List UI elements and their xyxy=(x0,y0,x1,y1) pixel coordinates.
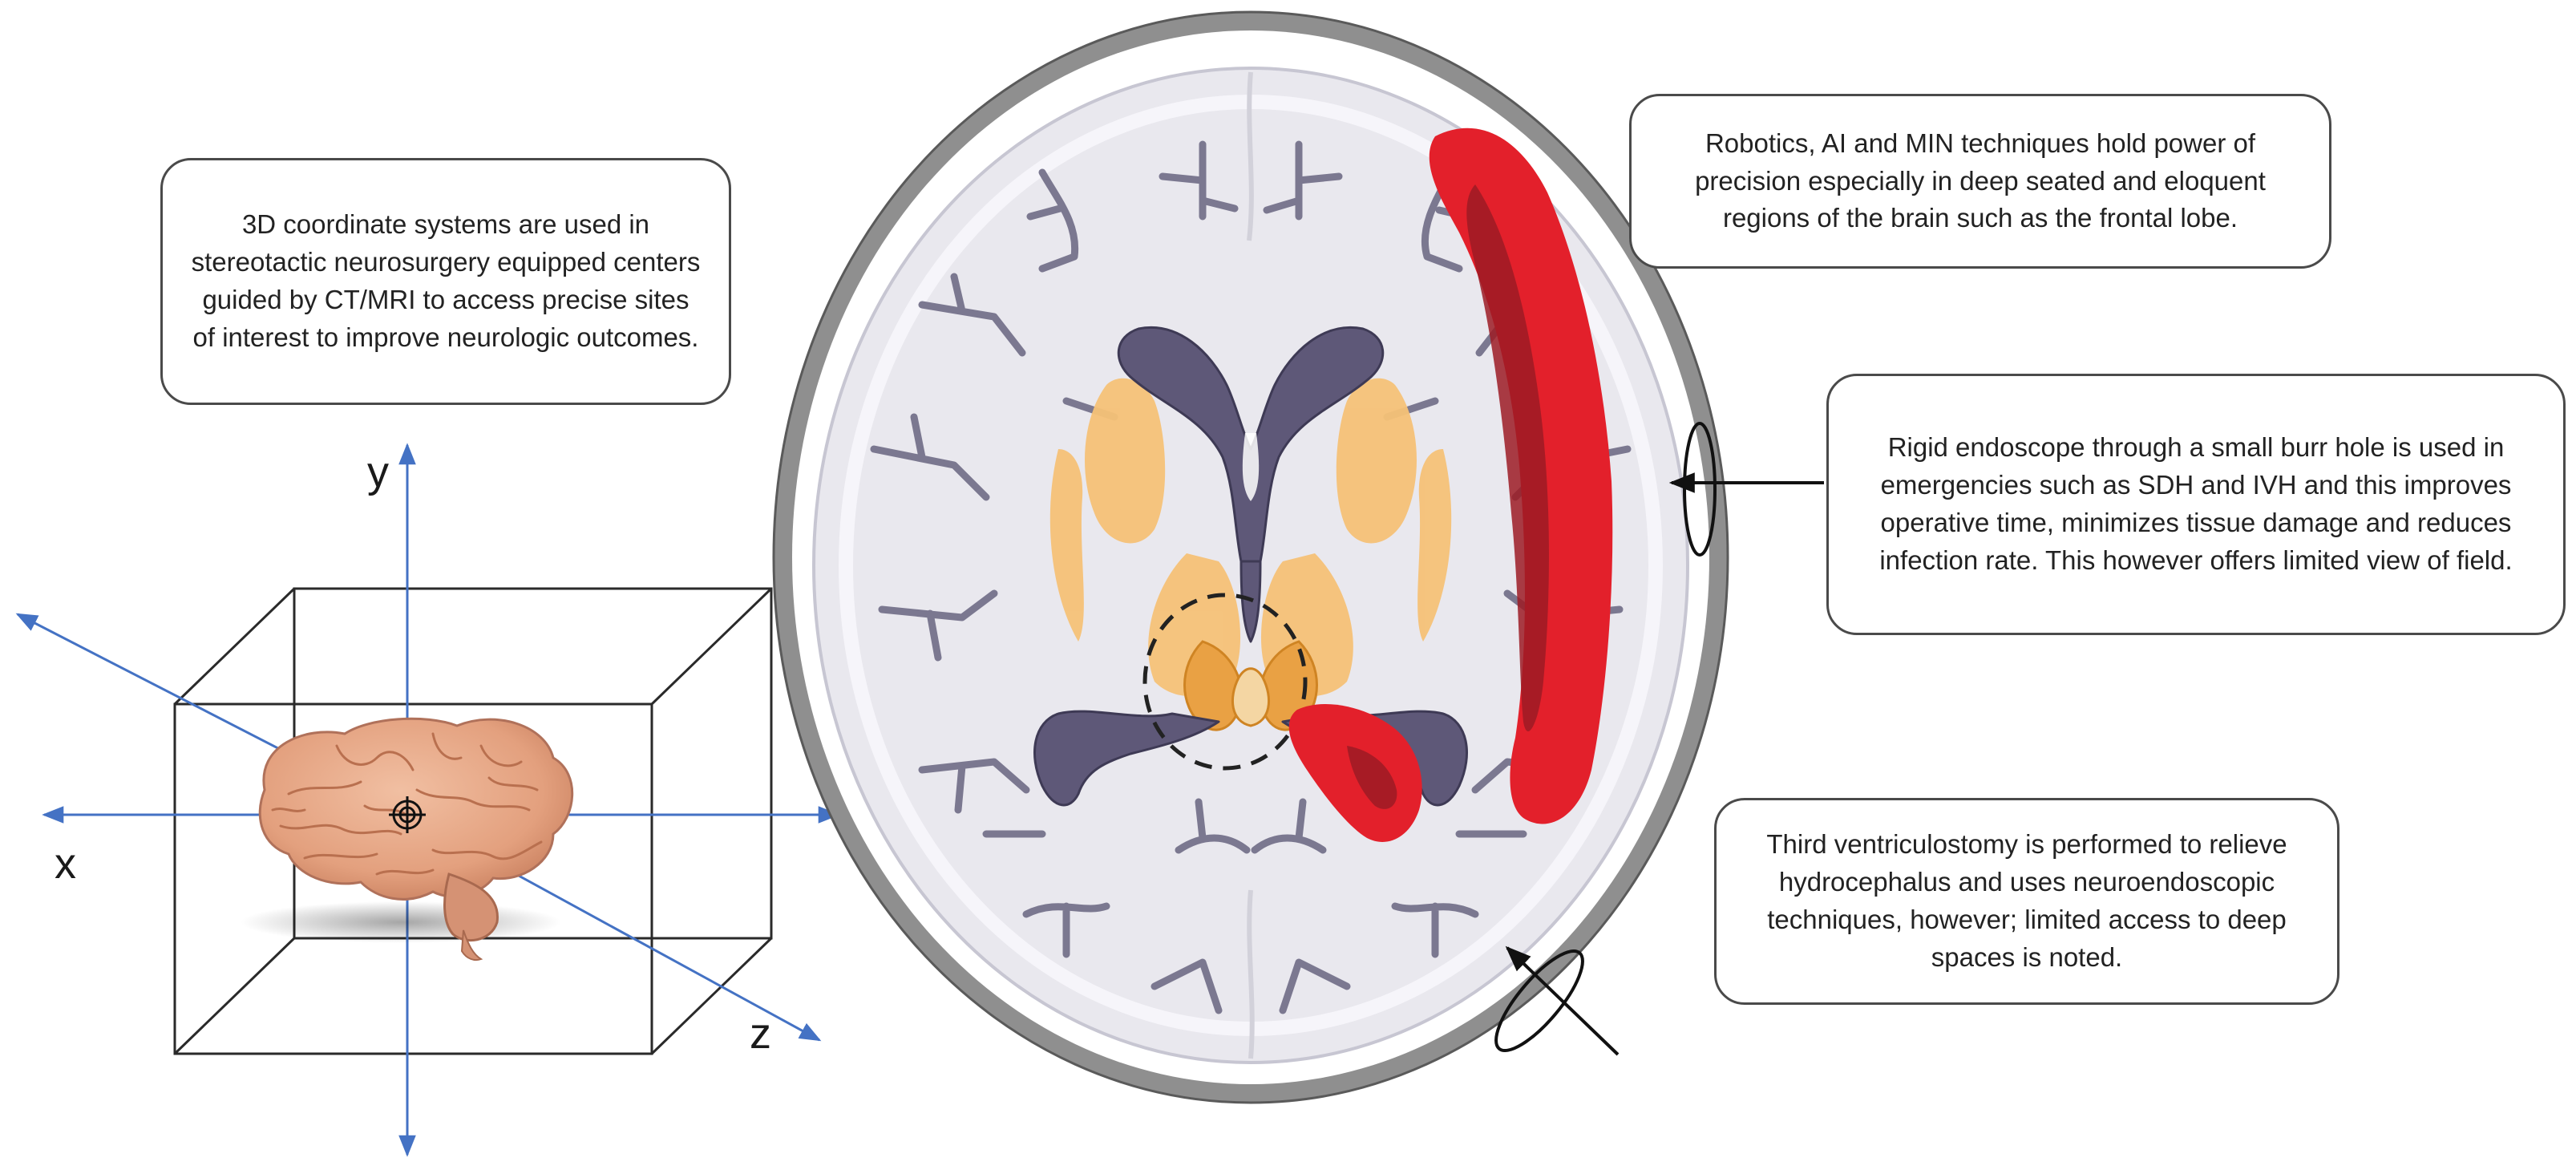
callout-ventriculostomy-text: Third ventriculostomy is performed to re… xyxy=(1766,829,2287,972)
callout-endoscope-text: Rigid endoscope through a small burr hol… xyxy=(1879,432,2513,575)
x-axis-label: x xyxy=(55,840,76,888)
thalamus xyxy=(1183,640,1318,731)
target-crosshair-icon xyxy=(389,796,426,833)
callout-stereotactic-text: 3D coordinate systems are used in stereo… xyxy=(191,209,701,352)
callout-ventriculostomy: Third ventriculostomy is performed to re… xyxy=(1714,798,2339,1005)
axial-brain-section xyxy=(772,10,1729,1104)
y-axis-label: y xyxy=(367,448,389,496)
ventriculostomy-ellipse-icon xyxy=(1494,949,1584,1053)
brain-3d-illustration xyxy=(241,717,574,962)
callout-stereotactic: 3D coordinate systems are used in stereo… xyxy=(160,158,731,405)
callout-robotics: Robotics, AI and MIN techniques hold pow… xyxy=(1629,94,2331,269)
coordinate-system xyxy=(15,443,840,1157)
target-zone-dashed xyxy=(1142,593,1308,771)
callout-endoscope: Rigid endoscope through a small burr hol… xyxy=(1826,374,2566,635)
reference-cube xyxy=(173,587,773,1055)
intraparenchymal-hemorrhage xyxy=(1288,703,1422,842)
subdural-hemorrhage xyxy=(1429,128,1613,824)
ventriculostomy-arrow-icon xyxy=(1505,945,1620,1056)
callout-robotics-text: Robotics, AI and MIN techniques hold pow… xyxy=(1695,128,2266,233)
z-axis-label: z xyxy=(750,1010,771,1058)
